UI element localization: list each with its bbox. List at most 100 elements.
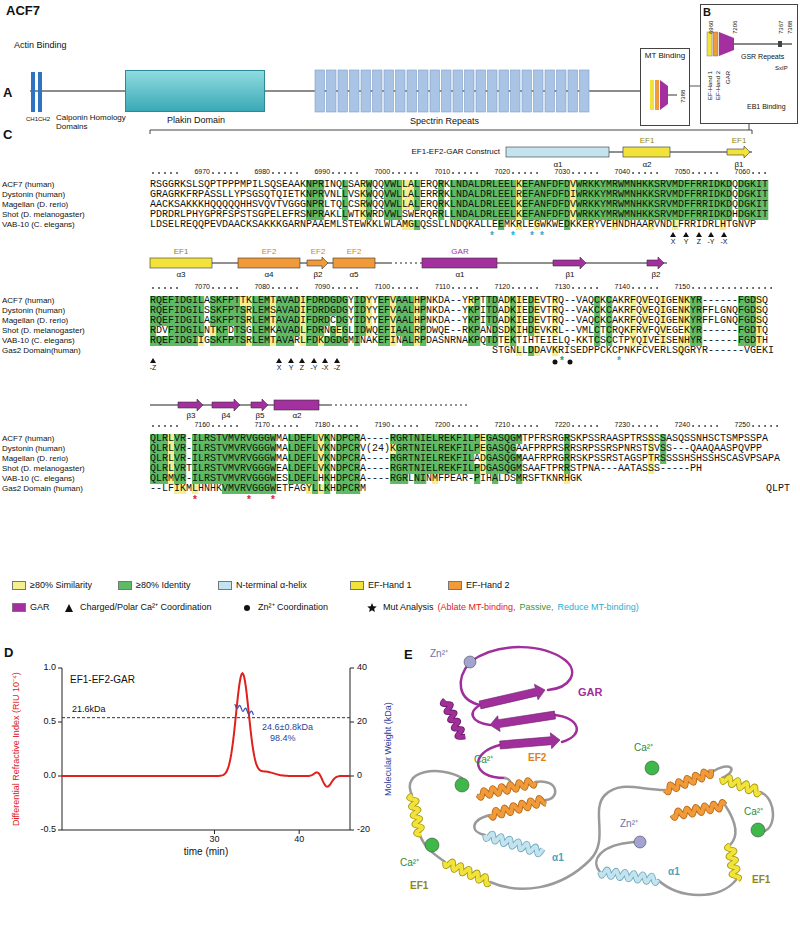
ruler-dot	[752, 287, 754, 289]
residue-number: 7010	[434, 168, 450, 176]
ruler-dot	[218, 287, 220, 289]
sequence-row: RQEFIDGILASKFPTSRLEMTAVADIFDRDCDGYIDYYEF…	[150, 316, 768, 326]
ruler-dot	[530, 425, 532, 427]
structure-line	[330, 405, 470, 406]
ruler-dot	[458, 172, 460, 174]
ruler-dot	[512, 287, 514, 289]
strand-arrow	[500, 733, 560, 749]
axis-line	[350, 668, 351, 830]
panel-letter: B	[703, 6, 711, 19]
ruler-dot	[536, 425, 538, 427]
triangle-symbol	[322, 358, 328, 363]
helix-ribbon	[478, 780, 535, 798]
structure-label: α2	[642, 160, 651, 169]
ruler-dot	[278, 172, 280, 174]
structure-label: GAR	[578, 686, 602, 699]
mutation-star: *	[271, 494, 275, 506]
ruler-dot	[218, 425, 220, 427]
spectrin-repeat	[465, 70, 475, 112]
ef-hand-bar	[713, 32, 718, 56]
spectrin-repeat	[407, 70, 417, 112]
spectrin-repeat	[534, 70, 544, 112]
panel-letter: C	[3, 128, 12, 143]
residue-number: 7230	[615, 421, 631, 429]
residue-number: 7200	[434, 421, 450, 429]
triangle-symbol	[311, 358, 317, 363]
spectrin-repeat	[488, 70, 498, 112]
helix-box	[238, 258, 300, 268]
star-symbol	[367, 603, 377, 612]
spectrin-repeat	[499, 70, 509, 112]
helix-ribbon	[478, 780, 535, 798]
ruler-dot	[524, 425, 526, 427]
triangle-symbol	[150, 358, 156, 363]
ruler-dot	[578, 425, 580, 427]
structure-line	[390, 263, 420, 264]
legend-text: Mut Analysis	[383, 602, 434, 612]
mutation-star: *	[490, 230, 494, 242]
legend-swatch	[12, 581, 26, 590]
residue-number: 6990	[314, 168, 330, 176]
ion-label: Ca²⁺	[400, 857, 419, 869]
ruler-dot	[410, 425, 412, 427]
legend-text: N-terminal α-helix	[236, 580, 307, 590]
coil	[461, 662, 480, 705]
ruler-dot	[728, 287, 730, 289]
helix-ribbon	[445, 861, 490, 884]
ruler-dot	[416, 287, 418, 289]
ruler-dot	[290, 425, 292, 427]
ruler-dot	[776, 425, 778, 427]
structure-label: β2	[313, 270, 322, 279]
ruler-dot	[158, 287, 160, 289]
residue-number: 7150	[675, 283, 691, 291]
ruler-dot	[764, 287, 766, 289]
ion-label: Ca²⁺	[744, 806, 763, 818]
region-label: EB1 Binding	[747, 103, 786, 111]
ruler-dot	[284, 287, 286, 289]
ruler-dot	[464, 425, 466, 427]
axis-title: Differential Refractive Index (RIU 10⁻⁴)	[11, 672, 21, 826]
ruler-dot	[746, 287, 748, 289]
helix-box	[623, 147, 670, 157]
ion-label: Ca²⁺	[634, 742, 653, 754]
ruler-dot	[710, 425, 712, 427]
ruler-dot	[734, 287, 736, 289]
legend-text: Zn²⁺ Coordination	[258, 602, 328, 612]
structure-label: α2	[292, 411, 301, 420]
leader-line	[690, 86, 700, 87]
spectrin-repeat	[338, 70, 348, 112]
residue-number: 7030	[554, 168, 570, 176]
ruler-dot	[650, 287, 652, 289]
ruler-dot	[650, 172, 652, 174]
residue-number: 7180	[314, 421, 330, 429]
ion-label: Zn²⁺	[620, 818, 638, 830]
species-name: Shot (D. melanogaster)	[2, 210, 85, 220]
ruler-dot	[170, 287, 172, 289]
ion-label: Zn²⁺	[430, 648, 448, 660]
species-name: ACF7 (human)	[2, 434, 54, 444]
ruler-dot	[596, 172, 598, 174]
construct-label: EF1-EF2-GAR Construct	[412, 147, 500, 156]
ruler-dot	[392, 425, 394, 427]
ruler-dot	[470, 287, 472, 289]
ruler-dot	[236, 425, 238, 427]
coil	[474, 815, 490, 835]
ruler-dot	[170, 172, 172, 174]
legend-swatch	[218, 581, 232, 590]
ruler-dot	[404, 287, 406, 289]
coordination-letter: -X	[721, 238, 728, 246]
spectrin-repeat	[327, 70, 337, 112]
helix-ribbon	[485, 833, 543, 854]
legend-swatch	[350, 581, 364, 590]
structure-label: α1	[553, 160, 562, 169]
ruler-dot	[290, 287, 292, 289]
gar-bar	[719, 32, 734, 56]
ruler-dot	[476, 287, 478, 289]
helix-box	[274, 400, 319, 410]
dot-symbol	[244, 605, 250, 611]
structure-label: GAR	[451, 247, 468, 256]
ruler-dot	[392, 287, 394, 289]
species-name: Shot (D. melanogaster)	[2, 326, 85, 336]
ruler-dot	[530, 172, 532, 174]
ruler-dot	[638, 287, 640, 289]
